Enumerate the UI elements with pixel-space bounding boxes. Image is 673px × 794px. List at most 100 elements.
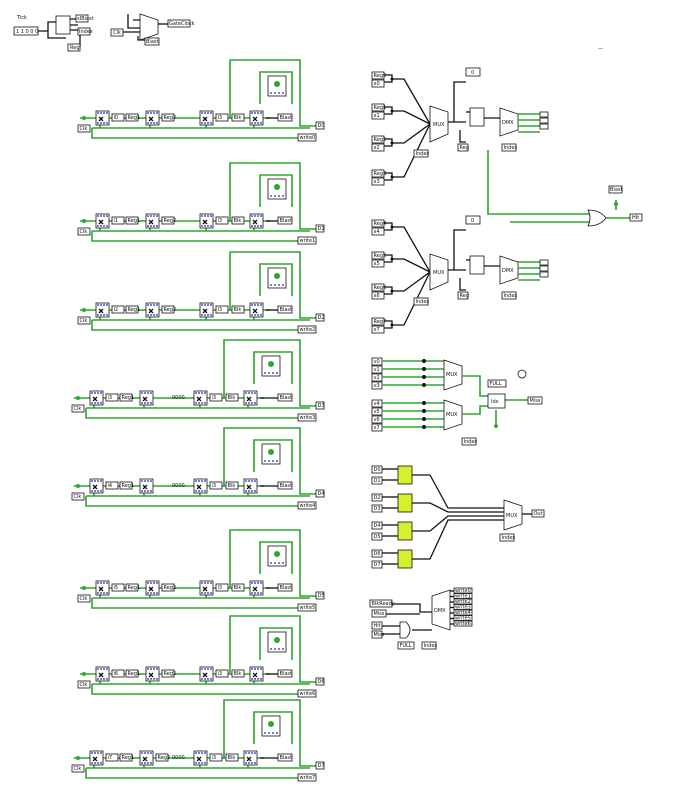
tick-counter[interactable]: Tick 1 1 0 0 0: [13, 15, 39, 36]
write-pin-5: [297, 603, 317, 612]
full-index-pin: [461, 437, 477, 446]
and-gate-2: [397, 521, 413, 541]
svg-text:MUX: MUX: [433, 122, 445, 128]
dmx-mux_block_2: [499, 255, 519, 285]
sel-pin-mux_block_2-label: Reg: [460, 293, 470, 299]
reg-label-1-1-label: Reg1: [128, 218, 141, 224]
index2-pin-mux_block_2: [501, 291, 517, 300]
svg-text:—: —: [598, 46, 603, 52]
clk-pin-2: [77, 316, 91, 325]
vb-1-label: v5: [374, 409, 380, 415]
reg-label-5-3-label: i3: [218, 585, 223, 591]
reg-label-7-4: [225, 753, 239, 762]
out-pin-5: [315, 591, 325, 600]
d-in-6-label: D6: [374, 551, 381, 557]
reg-label-1-4: [231, 216, 245, 225]
reg-label-0-2-label: Reg2: [164, 115, 177, 121]
svg-text:0: 0: [471, 70, 474, 76]
clk-pin-1: [77, 227, 91, 236]
svg-text:GateClock: GateClock: [169, 21, 195, 27]
svg-text:write4: write4: [455, 610, 471, 616]
and-gate-write: [399, 621, 411, 639]
reg-in-3-label: Reg7: [374, 319, 387, 325]
svg-text:DMX: DMX: [502, 120, 514, 126]
reg-in-2-label: Reg6: [374, 285, 387, 291]
reg-label-6-0: [111, 669, 125, 678]
svg-text:Reg: Reg: [70, 45, 80, 51]
write-pin-3: [297, 413, 317, 422]
reg-label-6-4-label: Blk: [234, 671, 242, 677]
reg-label-7-0: [105, 753, 119, 762]
reg-label-0-3: [215, 113, 229, 122]
top-mux: [139, 13, 159, 41]
out-pin-5-label: D5: [318, 593, 325, 599]
seq-label-4: 0000: [172, 483, 185, 489]
clk-pin-5-label: Clk: [80, 596, 88, 602]
tag-compare-block-1: Reg0x0Reg1x1Reg2x2Reg3x3MUXIndex0RegDMXI…: [371, 67, 549, 186]
or-gate: [587, 209, 607, 227]
out-pin-0: [315, 121, 325, 130]
clk-pin-5: [77, 594, 91, 603]
svg-text:MUX: MUX: [446, 372, 458, 378]
reg-label-4-4-label: Blk: [228, 483, 236, 489]
reg-label-7-1: [119, 753, 133, 762]
reg-label-6-2-label: Reg2: [164, 671, 177, 677]
reg-label-7-0-label: i7: [108, 755, 113, 761]
reg-label-0-2: [161, 113, 175, 122]
reg-label-3-1-label: Reg1: [122, 395, 135, 401]
reg-label-4-1-label: Reg1: [122, 483, 135, 489]
reg-label-4-3-label: i3: [212, 483, 217, 489]
reg-label-2-3: [215, 305, 229, 314]
reg-label-1-2: [161, 216, 175, 225]
full-mux-1: [443, 359, 463, 391]
valid-led-icon: [274, 81, 280, 87]
clk-pin-6: [77, 680, 91, 689]
valid-led-icon: [274, 273, 280, 279]
and-gate-3: [397, 549, 413, 569]
reg-in-3-label: Reg3: [374, 171, 387, 177]
hit-in-pin-label: Hit: [374, 623, 381, 629]
svg-text:Blast: Blast: [610, 187, 622, 193]
valid-led-icon: [274, 637, 280, 643]
clk-pin-7: [71, 764, 85, 773]
index-pin-mux_block_1: [413, 149, 429, 158]
write-pin-7: [297, 773, 317, 782]
data-index-pin-label: Index: [502, 535, 516, 541]
clk-pin-7-label: Clk: [74, 766, 82, 772]
full-mux-2: [443, 399, 463, 431]
reg-label-0-0-label: i0: [114, 115, 119, 121]
svg-text:Blast: Blast: [146, 39, 158, 45]
reg-label-3-0: [105, 393, 119, 402]
x-in-0-label: x0: [374, 81, 380, 87]
clk-pin-0: [77, 124, 91, 133]
svg-text:write5: write5: [455, 616, 471, 622]
clk-pin-3: [71, 404, 85, 413]
x-in-3-label: x7: [374, 327, 380, 333]
reg-in-0-label: Reg4: [374, 221, 387, 227]
tag-compare-block-2: Reg4x4Reg5x5Reg6x6Reg7x7MUXIndex0RegDMXI…: [371, 215, 549, 334]
reg-label-3-0-label: i3: [108, 395, 113, 401]
out-pin-4: [315, 489, 325, 498]
full-in-pin: [397, 641, 415, 650]
and-gate-0: [397, 465, 413, 485]
write-pin-2-label: write2: [300, 327, 316, 333]
svg-text:0: 0: [471, 218, 474, 224]
data-out-pin: [531, 509, 545, 518]
out-pin-0-label: D0: [318, 123, 325, 129]
blast-pin-1: [277, 216, 293, 225]
out-pin-sblast: [75, 14, 89, 23]
reg-label-1-2-label: Reg2: [164, 218, 177, 224]
reg-label-3-4-label: Blk: [228, 395, 236, 401]
d-in-0-label: D0: [374, 467, 381, 473]
reg-label-4-4: [225, 481, 239, 490]
x-in-0: [371, 79, 385, 88]
out-pin-7-label: D7: [318, 763, 325, 769]
clk-pin-6-label: Clk: [80, 682, 88, 688]
full-in-pin-label: FULL: [400, 643, 412, 649]
